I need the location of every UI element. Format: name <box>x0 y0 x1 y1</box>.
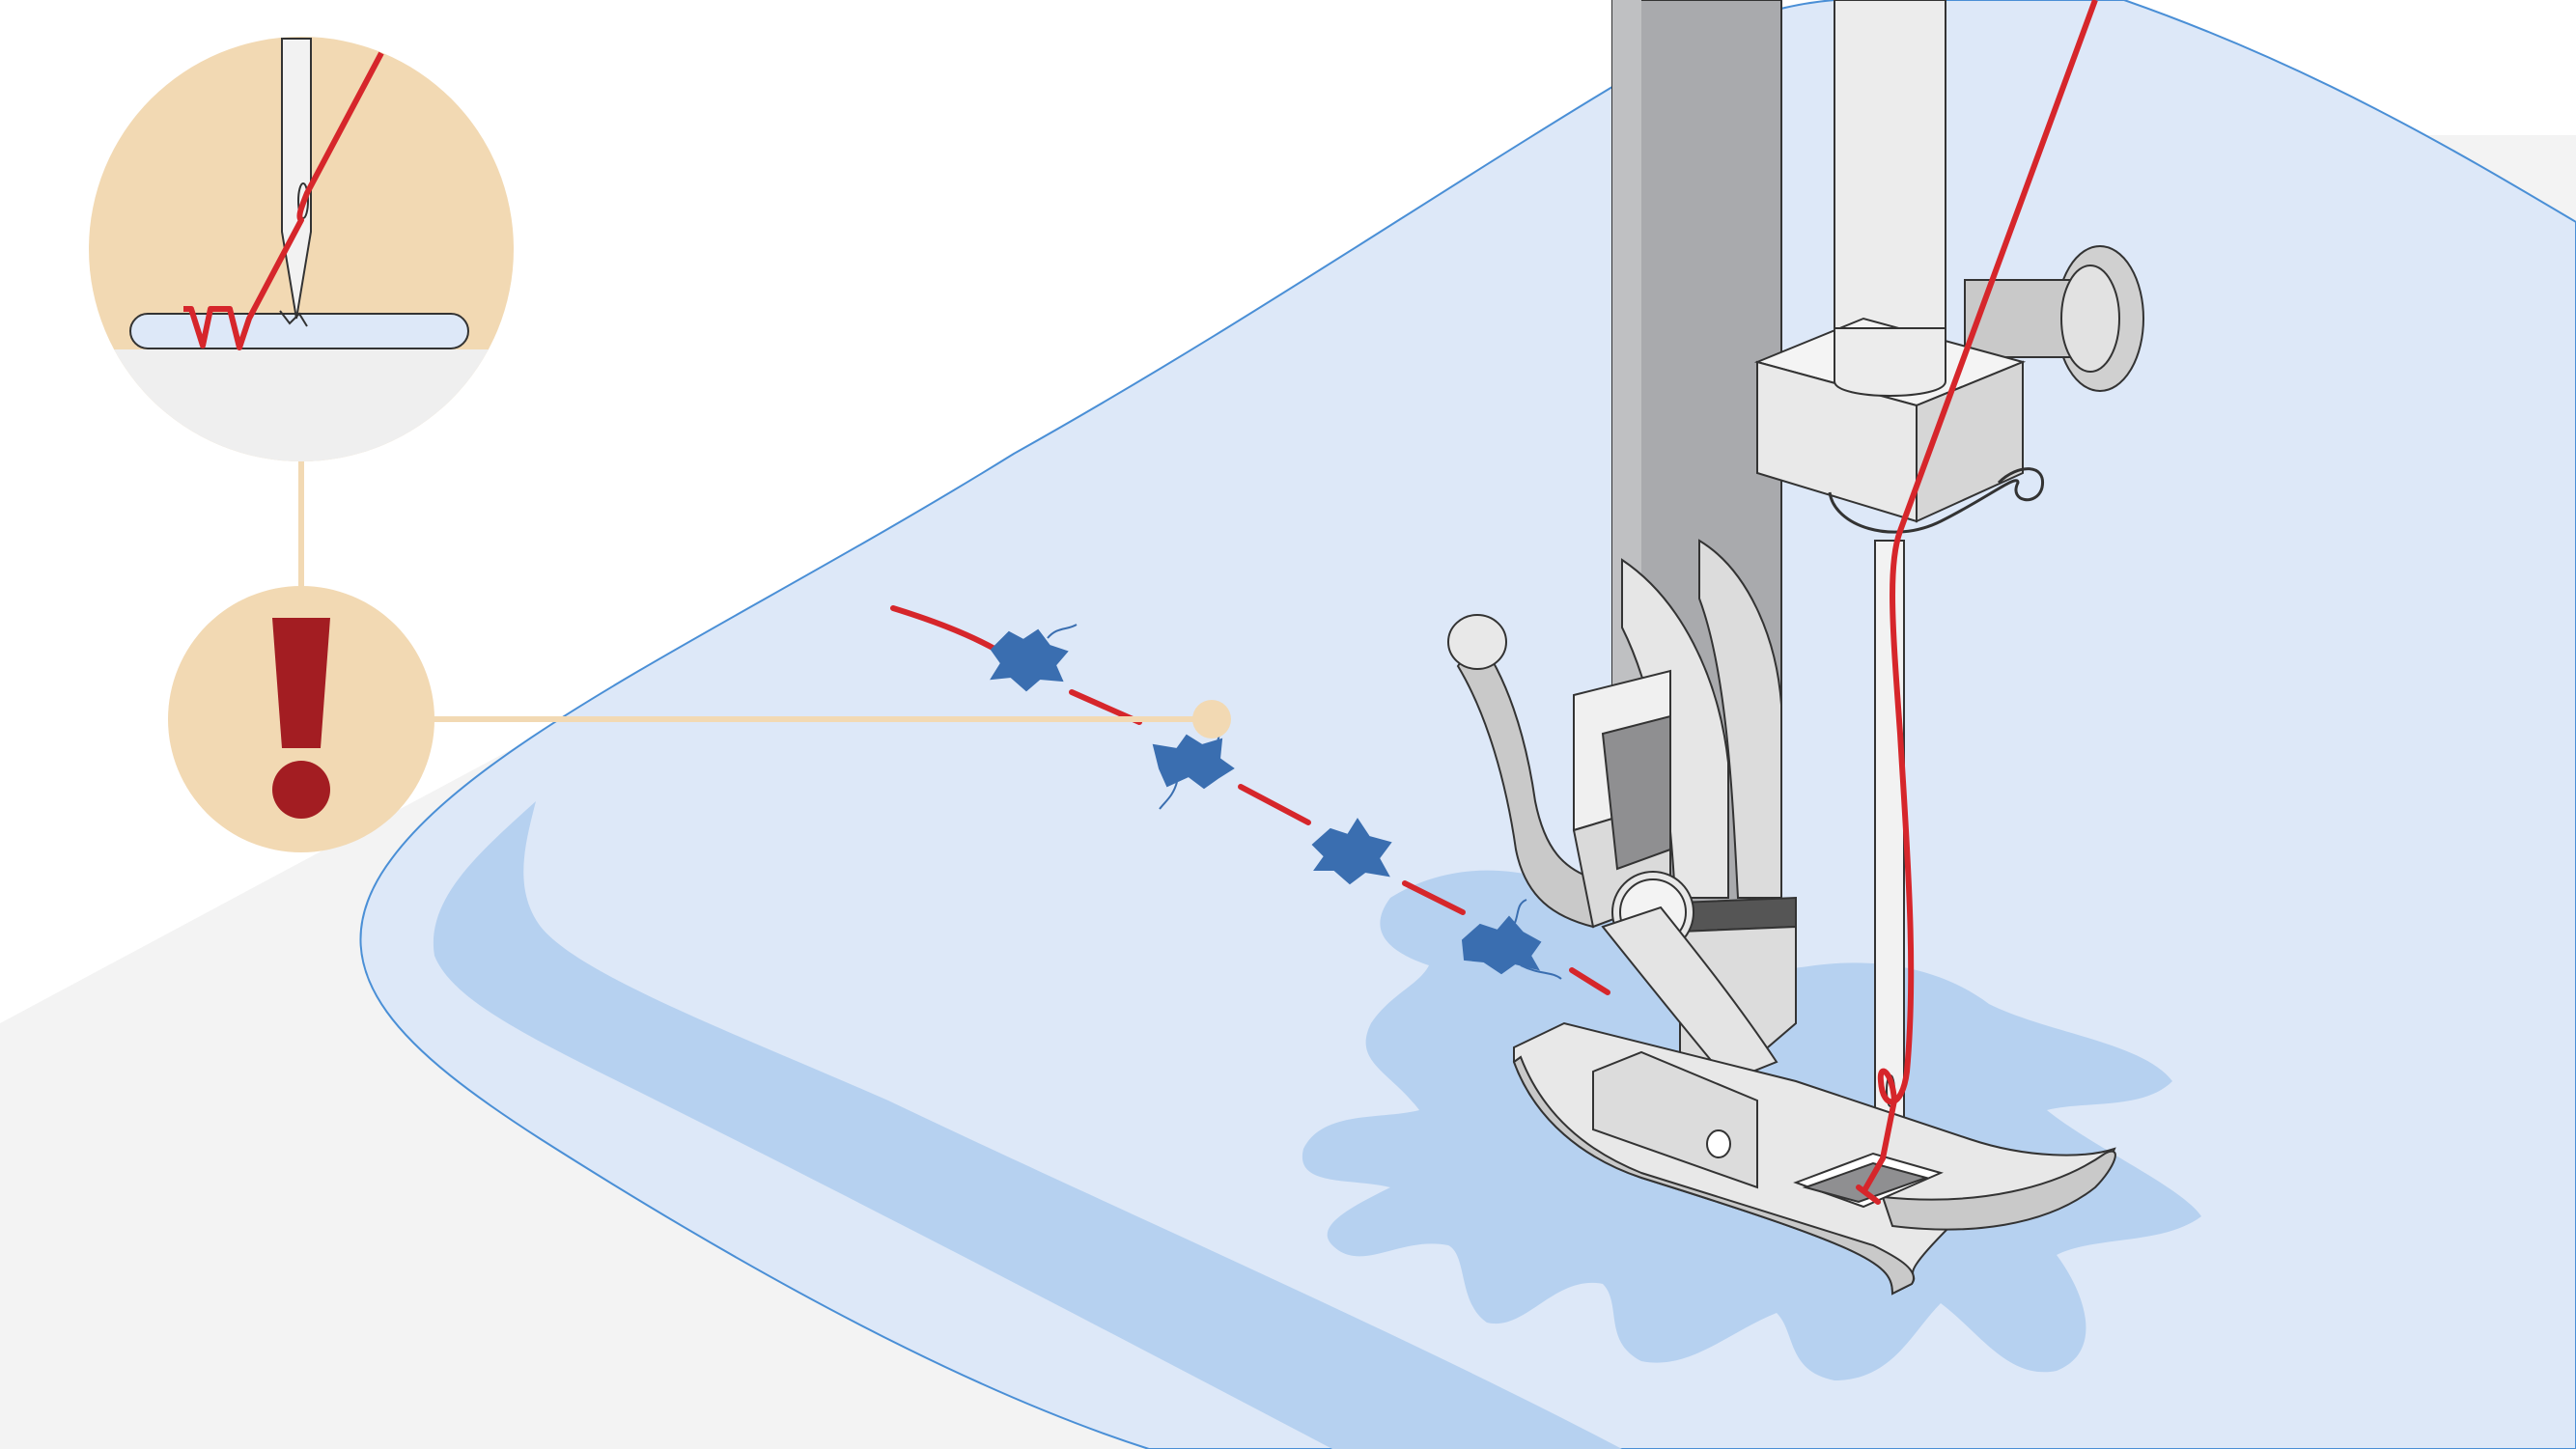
lint-icon <box>1311 818 1392 885</box>
stitch-under-foot <box>1856 1184 1881 1205</box>
lint-clumps <box>990 624 1562 980</box>
alert-callout <box>168 586 434 852</box>
stitch-segment <box>1238 784 1311 825</box>
stitch-segment <box>1402 880 1466 915</box>
callout-pointer-dot <box>1192 700 1231 738</box>
lint-icon <box>1461 899 1562 980</box>
needle-bar-end <box>1834 327 1946 397</box>
stitch-segment <box>890 605 997 652</box>
stitch-segment <box>1569 967 1610 995</box>
lint-icon <box>990 624 1078 692</box>
inset-thread <box>183 51 384 350</box>
inset-snag <box>279 310 308 327</box>
inset-fabric-slot <box>129 313 469 349</box>
thread-hook <box>1828 467 2044 534</box>
exclamation-icon <box>272 618 330 819</box>
presser-foot-icon <box>1447 539 2116 1296</box>
needle-thread <box>1861 0 2098 1194</box>
